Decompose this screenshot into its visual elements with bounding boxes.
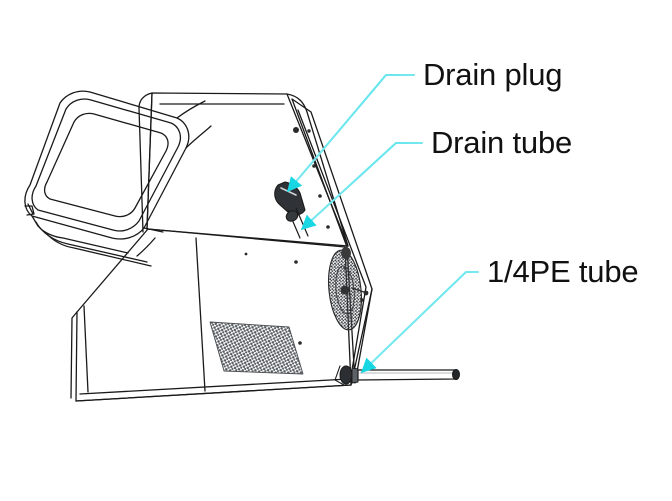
front-lower-lip-inner xyxy=(79,378,349,395)
junction-line-3 xyxy=(136,237,156,257)
fan-bracket-screw xyxy=(363,290,369,296)
pe-tube-mount-bracket xyxy=(334,365,345,386)
screw xyxy=(293,127,299,133)
screw xyxy=(326,225,330,229)
left-face-edge-b xyxy=(83,305,89,393)
display-lid-base-edge-2 xyxy=(44,231,152,267)
appliance-outline xyxy=(24,90,460,402)
drain-plug-part xyxy=(274,181,306,216)
pe-tube-fitting xyxy=(339,365,353,385)
display-screen-bezel xyxy=(43,112,169,218)
fan-top-stud xyxy=(341,247,351,259)
right-panel-inner xyxy=(297,109,367,371)
fan-bracket xyxy=(351,287,365,293)
screw xyxy=(298,341,302,345)
callout-label-drain-tube: Drain tube xyxy=(431,125,573,160)
pe-tube-end-cap xyxy=(452,369,460,380)
fan-hub xyxy=(340,285,350,295)
screw xyxy=(294,260,298,264)
junction-line-1 xyxy=(146,92,153,230)
top-back-radius xyxy=(286,93,349,247)
display-lid-notch xyxy=(24,205,35,216)
display-lid-outer xyxy=(24,90,190,240)
leader-drain-tube xyxy=(300,141,424,231)
callout-leaders xyxy=(286,73,480,374)
display-lid-rim xyxy=(31,98,182,232)
lid-body-junction xyxy=(136,92,156,257)
junction-line-2 xyxy=(138,107,144,233)
screw xyxy=(318,194,322,198)
drain-tube-collar xyxy=(285,210,299,222)
leader-pe-tube xyxy=(360,270,480,374)
fan-grille xyxy=(327,247,369,331)
hinge-line-b xyxy=(185,125,212,149)
leader-drain-plug xyxy=(286,73,416,193)
hinge-line-c xyxy=(176,100,206,119)
left-face-edge-a xyxy=(70,311,78,399)
top-front-radius xyxy=(138,92,153,109)
screw xyxy=(312,164,316,168)
drain-assembly xyxy=(274,181,309,239)
mesh-vent-fill xyxy=(209,321,304,375)
mesh-vent xyxy=(209,321,304,375)
right-panel-outline xyxy=(291,98,373,384)
front-panel-seam xyxy=(195,237,206,392)
pe-tube-body xyxy=(357,369,456,381)
screw xyxy=(307,129,311,133)
callout-label-drain-plug: Drain plug xyxy=(423,57,563,92)
pe-tube-collar xyxy=(351,367,359,384)
pe-tube-part xyxy=(334,365,460,386)
callout-label-pe-tube: 1/4PE tube xyxy=(487,254,639,289)
display-lid xyxy=(24,90,212,267)
screw xyxy=(244,252,248,256)
front-lower-lip xyxy=(75,384,352,402)
